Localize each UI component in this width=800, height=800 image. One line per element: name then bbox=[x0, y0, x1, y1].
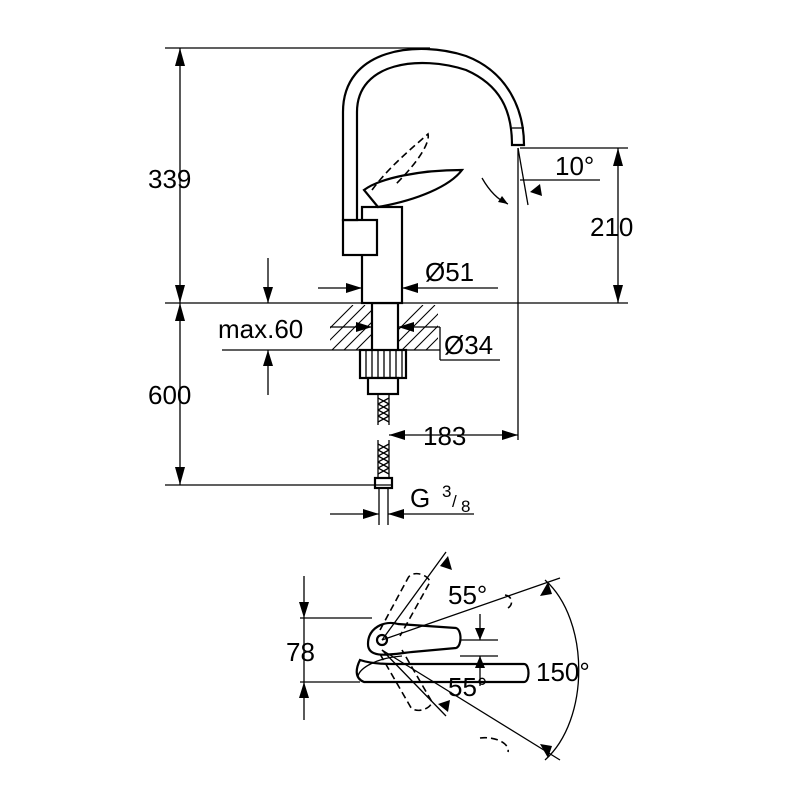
flex-hose-lower bbox=[373, 440, 394, 525]
top-view-spout bbox=[355, 658, 530, 684]
label-max-60: max.60 bbox=[218, 314, 303, 344]
flex-hose-upper bbox=[377, 394, 390, 425]
dimension-thread: G 3 / 8 bbox=[330, 482, 474, 519]
gooseneck-spout bbox=[341, 47, 526, 222]
swivel-arc bbox=[544, 579, 580, 761]
hose-end-fitting bbox=[373, 476, 394, 490]
dimension-183: 183 bbox=[389, 421, 518, 451]
side-view bbox=[165, 47, 628, 525]
label-thread-numerator: 3 bbox=[442, 482, 451, 501]
label-diameter-34: Ø34 bbox=[444, 330, 493, 360]
mounting-shank bbox=[370, 301, 400, 355]
label-150-degrees: 150° bbox=[536, 657, 590, 687]
top-view bbox=[299, 551, 580, 761]
top-view-lever-upper bbox=[379, 572, 431, 637]
lever-handle-raised bbox=[371, 132, 429, 191]
label-diameter-51: Ø51 bbox=[425, 257, 474, 287]
top-view-lever-lower bbox=[379, 649, 433, 712]
dimension-diameter-34: Ø34 bbox=[330, 322, 500, 361]
dimension-10-degrees: 10° bbox=[555, 151, 594, 181]
label-thread-slash: / bbox=[452, 492, 457, 511]
label-78: 78 bbox=[286, 637, 315, 667]
dimension-diameter-51: Ø51 bbox=[318, 257, 498, 293]
lever-handle bbox=[362, 168, 465, 209]
label-thread-denominator: 8 bbox=[461, 497, 470, 516]
dimension-210: 210 bbox=[590, 148, 633, 303]
label-600: 600 bbox=[148, 380, 191, 410]
top-view-lever bbox=[366, 621, 462, 656]
top-view-labels: 78 55° 55° 150° bbox=[286, 580, 590, 702]
label-thread-g: G bbox=[410, 483, 430, 513]
hose-connector bbox=[366, 376, 400, 396]
label-210: 210 bbox=[590, 212, 633, 242]
nut-serration bbox=[365, 350, 403, 378]
label-10-degrees: 10° bbox=[555, 151, 594, 181]
dimension-max-60: max.60 bbox=[218, 258, 330, 395]
dimension-600: 600 bbox=[148, 303, 191, 485]
label-55-upper: 55° bbox=[448, 580, 487, 610]
mounting-nut bbox=[358, 348, 408, 380]
dimension-339: 339 bbox=[148, 48, 191, 303]
spout-base-collar bbox=[341, 218, 379, 257]
label-183: 183 bbox=[423, 421, 466, 451]
label-339: 339 bbox=[148, 164, 191, 194]
label-55-lower: 55° bbox=[448, 672, 487, 702]
